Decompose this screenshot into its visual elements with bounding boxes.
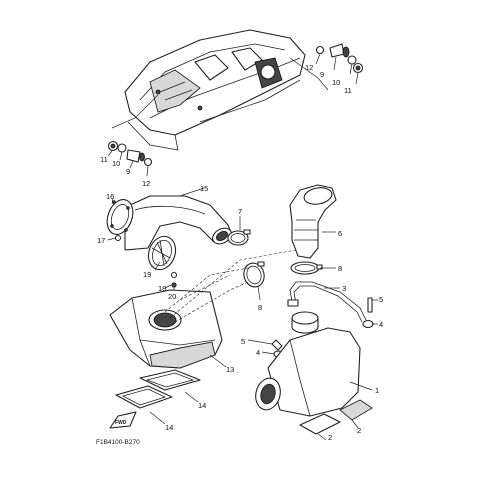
hose-clamp-8-upper — [290, 261, 336, 275]
callout-8-upper: 8 — [338, 264, 342, 273]
plate-2-left — [299, 413, 341, 441]
callout-14-lower: 14 — [165, 423, 173, 432]
callout-15: 15 — [200, 184, 208, 193]
callout-4-right: 4 — [379, 320, 383, 329]
callout-20: 20 — [168, 292, 176, 301]
rubber-hose — [289, 184, 337, 259]
callout-labels: 1 2 2 3 4 4 5 5 6 7 8 8 9 9 10 10 11 11 … — [97, 63, 383, 442]
assembly-lines — [164, 249, 297, 323]
callout-9-left: 9 — [126, 167, 130, 176]
callout-1: 1 — [375, 386, 379, 395]
mat-14-upper — [139, 369, 201, 403]
muffler — [255, 311, 373, 417]
fwd-label: FWD — [115, 420, 127, 426]
diagram-code: F1B4100-B270 — [96, 439, 140, 446]
callout-16: 16 — [106, 192, 114, 201]
hose-clamp-7 — [227, 216, 251, 246]
callout-10-left: 10 — [112, 159, 120, 168]
callout-6: 6 — [338, 229, 342, 238]
forward-direction-badge: FWD — [109, 411, 137, 429]
callout-5-left: 5 — [241, 337, 245, 346]
callout-7: 7 — [238, 207, 242, 216]
clamp-4-right — [362, 319, 378, 329]
callout-14-upper: 14 — [198, 401, 206, 410]
callout-2-right: 2 — [357, 426, 361, 435]
callout-3: 3 — [342, 284, 346, 293]
callout-13: 13 — [226, 365, 234, 374]
callout-8-lower: 8 — [258, 303, 262, 312]
callout-10-right: 10 — [332, 78, 340, 87]
screen-assembly — [147, 235, 178, 294]
callout-11-right: 11 — [344, 86, 352, 95]
callout-18: 18 — [158, 284, 166, 293]
callout-5-right: 5 — [379, 295, 383, 304]
exhaust-elbow-pipe — [124, 187, 233, 251]
callout-11-left: 11 — [100, 155, 108, 164]
callout-9-right: 9 — [320, 70, 324, 79]
bolt-5-right — [367, 297, 378, 313]
fitting-set-left — [107, 140, 153, 177]
callout-17: 17 — [97, 236, 105, 245]
plate-2-right — [339, 399, 373, 429]
bolt-5-left — [247, 339, 283, 351]
callout-12-right: 12 — [305, 63, 313, 72]
mat-14-lower — [115, 385, 173, 425]
gasket-ring — [106, 197, 134, 235]
water-lock-box — [109, 289, 227, 369]
fitting-set-right — [315, 43, 364, 85]
callout-12-left: 12 — [142, 179, 150, 188]
callout-4-left: 4 — [256, 348, 260, 357]
callout-19: 19 — [143, 270, 151, 279]
callout-2-left: 2 — [328, 433, 332, 442]
drain-hose — [287, 281, 367, 323]
watercraft-hull — [111, 29, 329, 151]
bolt-17 — [107, 234, 122, 242]
hose-clamp-8-lower — [243, 261, 265, 301]
